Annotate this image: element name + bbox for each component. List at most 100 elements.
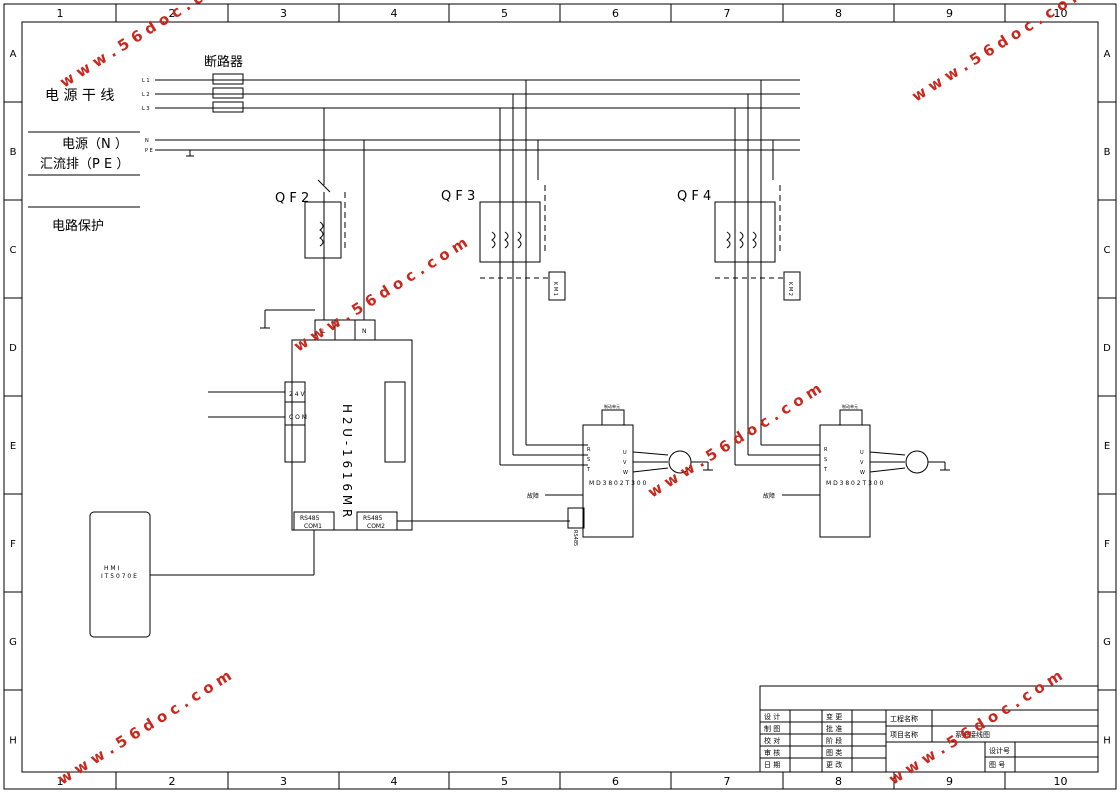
row-label-right: F	[1104, 539, 1110, 550]
km2-label: K M 2	[787, 282, 793, 296]
column-label-top: 10	[1054, 7, 1068, 20]
column-label-top: 6	[612, 7, 619, 20]
vfd2-s: S	[824, 457, 827, 463]
column-label-top: 9	[946, 7, 953, 20]
row-label-left: F	[10, 539, 16, 550]
hmi-label-a: H M I	[104, 565, 120, 572]
title-block-cell: 图 类	[826, 748, 842, 757]
pe-label: P E	[145, 148, 153, 154]
vfd2-u: U	[860, 450, 864, 456]
row-label-left: D	[9, 343, 17, 354]
title-block-cell: 校 对	[764, 736, 780, 745]
vfd2-top-label: 制动单元	[842, 403, 858, 409]
bus-pe-label: 汇流排（P E ）	[40, 157, 129, 172]
title-block-cell: 变 更	[826, 712, 842, 721]
vfd1-w: W	[623, 470, 628, 476]
title-block-cell: 设 计	[764, 712, 780, 721]
bus-lines	[28, 73, 800, 208]
vfd1-fault-label: 故障	[527, 492, 539, 500]
vfd2-w: W	[860, 470, 865, 476]
com1-label-b: COM1	[304, 523, 322, 530]
column-label-top: 1	[57, 7, 64, 20]
column-label-bottom: 5	[501, 775, 508, 788]
plc-model-label: H 2 U - 1 6 1 6 M R	[340, 404, 354, 517]
n-label: N	[145, 138, 149, 144]
row-label-right: H	[1103, 736, 1111, 747]
column-label-top: 8	[835, 7, 842, 20]
vfd1-r: R	[587, 447, 591, 453]
row-label-right: B	[1104, 147, 1111, 158]
qf3-label: Q F 3	[441, 189, 475, 204]
column-label-bottom: 10	[1054, 775, 1068, 788]
plc-l-terminal: L	[322, 328, 326, 335]
column-label-bottom: 7	[724, 775, 731, 788]
item-name-label: 项目名称	[890, 730, 918, 739]
qf3-branch	[479, 80, 713, 538]
l3-label: L 3	[142, 106, 150, 112]
column-label-top: 7	[724, 7, 731, 20]
plc-block	[150, 309, 570, 576]
inner-frame	[21, 21, 1099, 773]
vfd1-v: V	[623, 460, 627, 466]
row-label-right: E	[1104, 441, 1110, 452]
vfd1-u: U	[623, 450, 627, 456]
vfd1-t: T	[586, 467, 591, 473]
hmi-label-b: I T 5 0 7 0 E	[101, 573, 137, 580]
row-label-right: D	[1103, 343, 1111, 354]
project-name-label: 工程名称	[890, 714, 918, 723]
row-label-left: A	[10, 49, 17, 60]
vfd2-t: T	[823, 467, 828, 473]
row-label-left: B	[10, 147, 17, 158]
row-label-left: E	[10, 441, 16, 452]
protection-label: 电路保护	[52, 218, 104, 234]
column-label-top: 5	[501, 7, 508, 20]
column-label-top: 4	[391, 7, 398, 20]
title-block-cell: 阶 段	[826, 736, 842, 745]
drawing-no-label: 图 号	[989, 761, 1005, 769]
vfd1-model: M D 3 8 0 2 T 3 0 0	[589, 480, 647, 487]
vfd2-model: M D 3 8 0 2 T 3 0 0	[826, 480, 884, 487]
watermark-5: w w w . 5 6 d o c . c o m	[55, 666, 235, 788]
watermark-3: w w w . 5 6 d o c . c o m	[291, 233, 471, 355]
vfd2-r: R	[824, 447, 828, 453]
qf4-branch	[714, 80, 950, 538]
com1-label-a: RS485	[300, 515, 320, 522]
title-block-cell: 批 准	[826, 724, 842, 733]
bus-n-label: 电源（N ）	[62, 137, 128, 152]
column-label-bottom: 2	[169, 775, 176, 788]
column-label-top: 3	[280, 7, 287, 20]
plc-24v-label: 2 4 V	[289, 391, 305, 398]
row-label-left: G	[9, 637, 17, 648]
vfd1-top-label: 制动单元	[604, 403, 620, 409]
column-label-bottom: 6	[612, 775, 619, 788]
l2-label: L 2	[142, 92, 150, 98]
plc-com-label: C O M	[289, 414, 307, 421]
title-block	[759, 685, 1099, 773]
column-ticks	[115, 4, 1006, 789]
row-label-right: G	[1103, 637, 1111, 648]
title-block-cell: 制 图	[764, 724, 780, 733]
column-label-bottom: 9	[946, 775, 953, 788]
hmi-panel	[89, 511, 151, 638]
column-label-top: 2	[169, 7, 176, 20]
com2-label-a: RS485	[363, 515, 383, 522]
column-label-bottom: 4	[391, 775, 398, 788]
qf2-breaker	[304, 108, 365, 320]
row-label-left: C	[10, 245, 17, 256]
row-label-right: C	[1104, 245, 1111, 256]
column-label-bottom: 8	[835, 775, 842, 788]
row-ticks	[4, 101, 1116, 691]
title-block-left-labels: 设 计变 更制 图批 准校 对阶 段审 核图 类日 期更 改	[764, 712, 842, 769]
vfd1-s: S	[587, 457, 590, 463]
watermark-6: w w w . 5 6 d o c . c o m	[886, 666, 1066, 788]
vfd2-fault-label: 故障	[763, 492, 775, 500]
title-block-cell: 更 改	[826, 760, 842, 769]
column-label-bottom: 1	[57, 775, 64, 788]
qf2-label: Q F 2	[275, 191, 309, 206]
qf4-label: Q F 4	[677, 189, 711, 204]
com2-label-b: COM2	[367, 523, 385, 530]
design-no-label: 设计号	[989, 746, 1010, 755]
